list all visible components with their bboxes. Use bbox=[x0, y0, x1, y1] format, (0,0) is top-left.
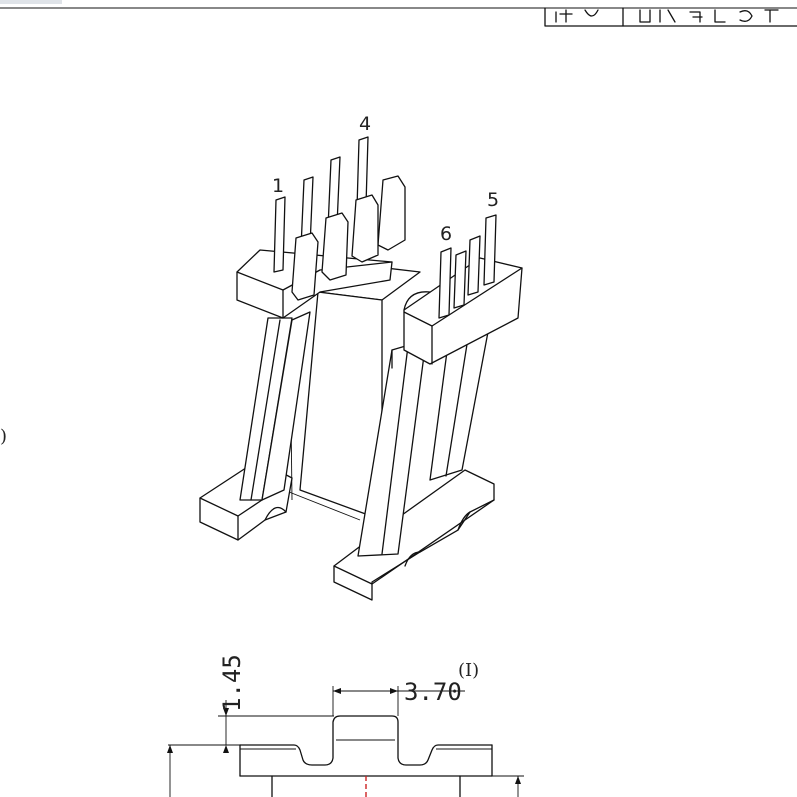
pin-label-1: 1 bbox=[272, 175, 284, 197]
left-edge-text: ) bbox=[0, 426, 7, 447]
bobbin-isometric-view bbox=[199, 136, 523, 601]
back-pins bbox=[273, 136, 406, 301]
view-label: (I) bbox=[458, 660, 479, 681]
pin-label-5: 5 bbox=[487, 189, 499, 211]
detail-view-i bbox=[167, 686, 524, 797]
pin-label-4: 4 bbox=[359, 113, 371, 135]
dimension-horizontal: 3.70 bbox=[404, 678, 462, 706]
front-pins bbox=[438, 214, 497, 319]
title-block bbox=[544, 7, 797, 27]
toolbar-fragment bbox=[0, 0, 62, 4]
dimension-vertical: 1.45 bbox=[218, 654, 246, 712]
pin-label-6: 6 bbox=[440, 223, 452, 245]
front-top-flange bbox=[403, 257, 523, 365]
detail-profile bbox=[239, 715, 493, 766]
